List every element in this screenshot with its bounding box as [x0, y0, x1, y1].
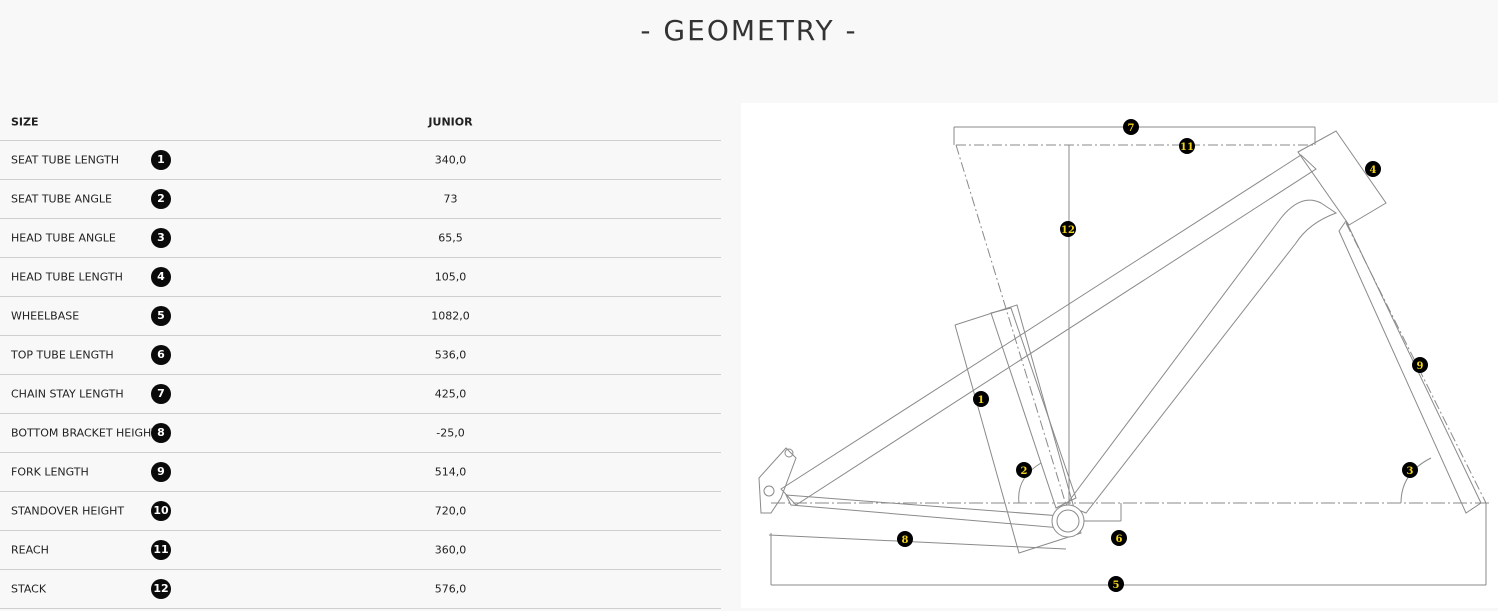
marker-7: 8 — [897, 531, 913, 547]
row-value: 720,0 — [434, 504, 467, 518]
number-badge: 6 — [151, 345, 171, 365]
marker-9: 9 — [1412, 357, 1428, 373]
svg-text:4: 4 — [1370, 165, 1377, 176]
table-row: BOTTOM BRACKET HEIGHT 8 -25,0 — [0, 414, 721, 453]
number-badge: 5 — [151, 306, 171, 326]
row-label: CHAIN STAY LENGTH — [11, 387, 124, 401]
row-value: 576,0 — [434, 582, 467, 596]
number-badge: 8 — [151, 423, 171, 443]
number-badge: 9 — [151, 462, 171, 482]
table-row: WHEELBASE 5 1082,0 — [0, 297, 721, 336]
number-badge: 11 — [151, 540, 171, 560]
number-badge: 1 — [151, 150, 171, 170]
row-label: WHEELBASE — [11, 309, 80, 323]
svg-text:12: 12 — [1061, 225, 1075, 236]
row-label: HEAD TUBE ANGLE — [11, 231, 116, 245]
number-badge: 3 — [151, 228, 171, 248]
frame-geometry-diagram: 7 11 12 4 1 9 — [741, 103, 1498, 608]
table-row: SEAT TUBE ANGLE 2 73 — [0, 180, 721, 219]
row-value: 105,0 — [434, 270, 467, 284]
table-row: TOP TUBE LENGTH 6 536,0 — [0, 336, 721, 375]
row-value: 65,5 — [438, 231, 463, 245]
geometry-table: SIZE JUNIOR SEAT TUBE LENGTH 1 340,0 SEA… — [0, 103, 721, 609]
page-title: - GEOMETRY - — [640, 14, 858, 47]
svg-text:11: 11 — [1180, 142, 1194, 153]
marker-4: 4 — [1365, 161, 1381, 177]
row-label: STACK — [11, 582, 47, 596]
svg-text:5: 5 — [1113, 580, 1120, 591]
table-row: HEAD TUBE ANGLE 3 65,5 — [0, 219, 721, 258]
svg-text:6: 6 — [1116, 534, 1123, 545]
marker-2: 2 — [1016, 462, 1032, 478]
row-value: 1082,0 — [431, 309, 470, 323]
row-label: SEAT TUBE ANGLE — [11, 192, 112, 206]
row-label: TOP TUBE LENGTH — [11, 348, 114, 362]
marker-5: 5 — [1108, 576, 1124, 592]
row-label: REACH — [11, 543, 49, 557]
row-value: -25,0 — [436, 426, 465, 440]
number-badge: 4 — [151, 267, 171, 287]
row-value: 73 — [443, 192, 458, 206]
marker-11: 11 — [1179, 138, 1195, 154]
marker-6: 7 — [1123, 119, 1139, 135]
marker-8: 6 — [1111, 530, 1127, 546]
marker-1: 1 — [973, 391, 989, 407]
svg-text:1: 1 — [978, 395, 985, 406]
frame-drawing: 7 11 12 4 1 9 — [758, 119, 1491, 592]
table-row: STANDOVER HEIGHT 10 720,0 — [0, 492, 721, 531]
junior-header: JUNIOR — [428, 115, 473, 128]
marker-12: 12 — [1060, 221, 1076, 237]
size-header: SIZE — [11, 115, 39, 128]
svg-text:9: 9 — [1417, 361, 1424, 372]
table-row: CHAIN STAY LENGTH 7 425,0 — [0, 375, 721, 414]
row-value: 340,0 — [434, 153, 467, 167]
number-badge: 2 — [151, 189, 171, 209]
table-row: HEAD TUBE LENGTH 4 105,0 — [0, 258, 721, 297]
table-row: STACK 12 576,0 — [0, 570, 721, 609]
svg-text:2: 2 — [1021, 466, 1028, 477]
svg-text:8: 8 — [902, 535, 909, 546]
row-value: 514,0 — [434, 465, 467, 479]
row-value: 360,0 — [434, 543, 467, 557]
table-header-row: SIZE JUNIOR — [0, 103, 721, 141]
svg-text:7: 7 — [1128, 123, 1135, 134]
number-badge: 7 — [151, 384, 171, 404]
svg-text:3: 3 — [1407, 466, 1414, 477]
number-badge: 12 — [151, 579, 171, 599]
table-row: FORK LENGTH 9 514,0 — [0, 453, 721, 492]
row-value: 536,0 — [434, 348, 467, 362]
table-row: REACH 11 360,0 — [0, 531, 721, 570]
row-label: BOTTOM BRACKET HEIGHT — [11, 426, 159, 440]
row-label: HEAD TUBE LENGTH — [11, 270, 123, 284]
row-label: SEAT TUBE LENGTH — [11, 153, 120, 167]
table-row: SEAT TUBE LENGTH 1 340,0 — [0, 141, 721, 180]
row-value: 425,0 — [434, 387, 467, 401]
row-label: STANDOVER HEIGHT — [11, 504, 125, 518]
marker-3: 3 — [1402, 462, 1418, 478]
row-label: FORK LENGTH — [11, 465, 89, 479]
number-badge: 10 — [151, 501, 171, 521]
